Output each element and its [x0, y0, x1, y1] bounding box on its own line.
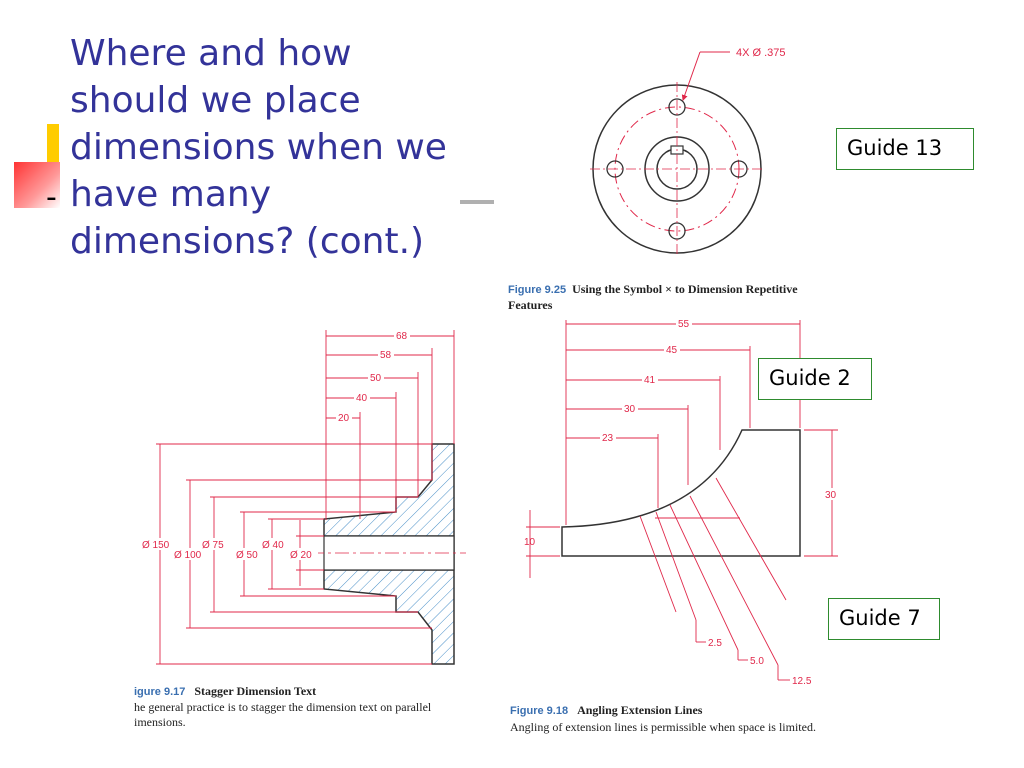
fig918-title: Angling Extension Lines: [577, 703, 703, 717]
fig918-dim-v10: 10: [524, 537, 536, 548]
fig917-dim-d100: Ø 100: [174, 550, 202, 561]
fig925-caption: Figure 9.25 Using the Symbol × to Dimens…: [508, 282, 888, 313]
fig918-desc: Angling of extension lines is permissibl…: [510, 720, 816, 734]
fig917-caption: igure 9.17 Stagger Dimension Text he gen…: [134, 684, 494, 730]
fig925-note: 4X Ø .375: [736, 47, 786, 59]
fig917-dim-58: 58: [380, 350, 392, 361]
fig917-desc-line2: imensions.: [134, 715, 186, 729]
fig917-dim-d50: Ø 50: [236, 550, 258, 561]
fig918-dim-41: 41: [644, 375, 656, 386]
fig917-dim-50: 50: [370, 373, 382, 384]
figure-9-18-drawing: 55 45 41 30 23 30 10 2.5 5.0 12.5: [524, 318, 839, 687]
fig918-dim-v30: 30: [825, 490, 837, 501]
accent-bar-yellow: [47, 124, 59, 164]
guide-7-label: Guide 7: [828, 598, 940, 640]
guide-2-label: Guide 2: [758, 358, 872, 400]
figure-9-17-drawing: 68 58 50 40 20: [140, 330, 466, 665]
fig917-desc-line1: he general practice is to stagger the di…: [134, 700, 432, 714]
fig917-dim-40: 40: [356, 393, 368, 404]
fig925-title-line1: Using the Symbol × to Dimension Repetiti…: [572, 282, 798, 296]
fig917-dim-d40: Ø 40: [262, 540, 284, 551]
fig918-caption: Figure 9.18 Angling Extension Lines Angl…: [510, 702, 870, 735]
fig917-dim-20: 20: [338, 413, 350, 424]
fig925-title-line2: Features: [508, 298, 553, 312]
fig918-dim-5-0: 5.0: [750, 656, 764, 667]
fig917-number: igure 9.17: [134, 686, 186, 698]
fig918-dim-30: 30: [624, 404, 636, 415]
fig918-dim-45: 45: [666, 345, 678, 356]
fig917-dim-d150: Ø 150: [142, 540, 170, 551]
accent-square-red: [14, 162, 60, 208]
fig917-dim-d75: Ø 75: [202, 540, 224, 551]
guide-13-label: Guide 13: [836, 128, 974, 170]
fig918-number: Figure 9.18: [510, 705, 569, 717]
fig918-dim-55: 55: [678, 319, 690, 330]
fig918-dim-2-5: 2.5: [708, 638, 722, 649]
fig918-dim-12-5: 12.5: [792, 676, 812, 687]
bullet-marker: -: [46, 180, 57, 215]
slide-title: Where and how should we place dimensions…: [70, 33, 447, 262]
fig918-dim-23: 23: [602, 433, 614, 444]
fig917-title: Stagger Dimension Text: [194, 684, 317, 698]
fig917-dim-d20: Ø 20: [290, 550, 312, 561]
figure-9-25-drawing: 4X Ø .375: [590, 47, 786, 256]
divider-rule: [460, 200, 494, 204]
fig925-number: Figure 9.25: [508, 284, 567, 296]
fig917-dim-68: 68: [396, 331, 408, 342]
